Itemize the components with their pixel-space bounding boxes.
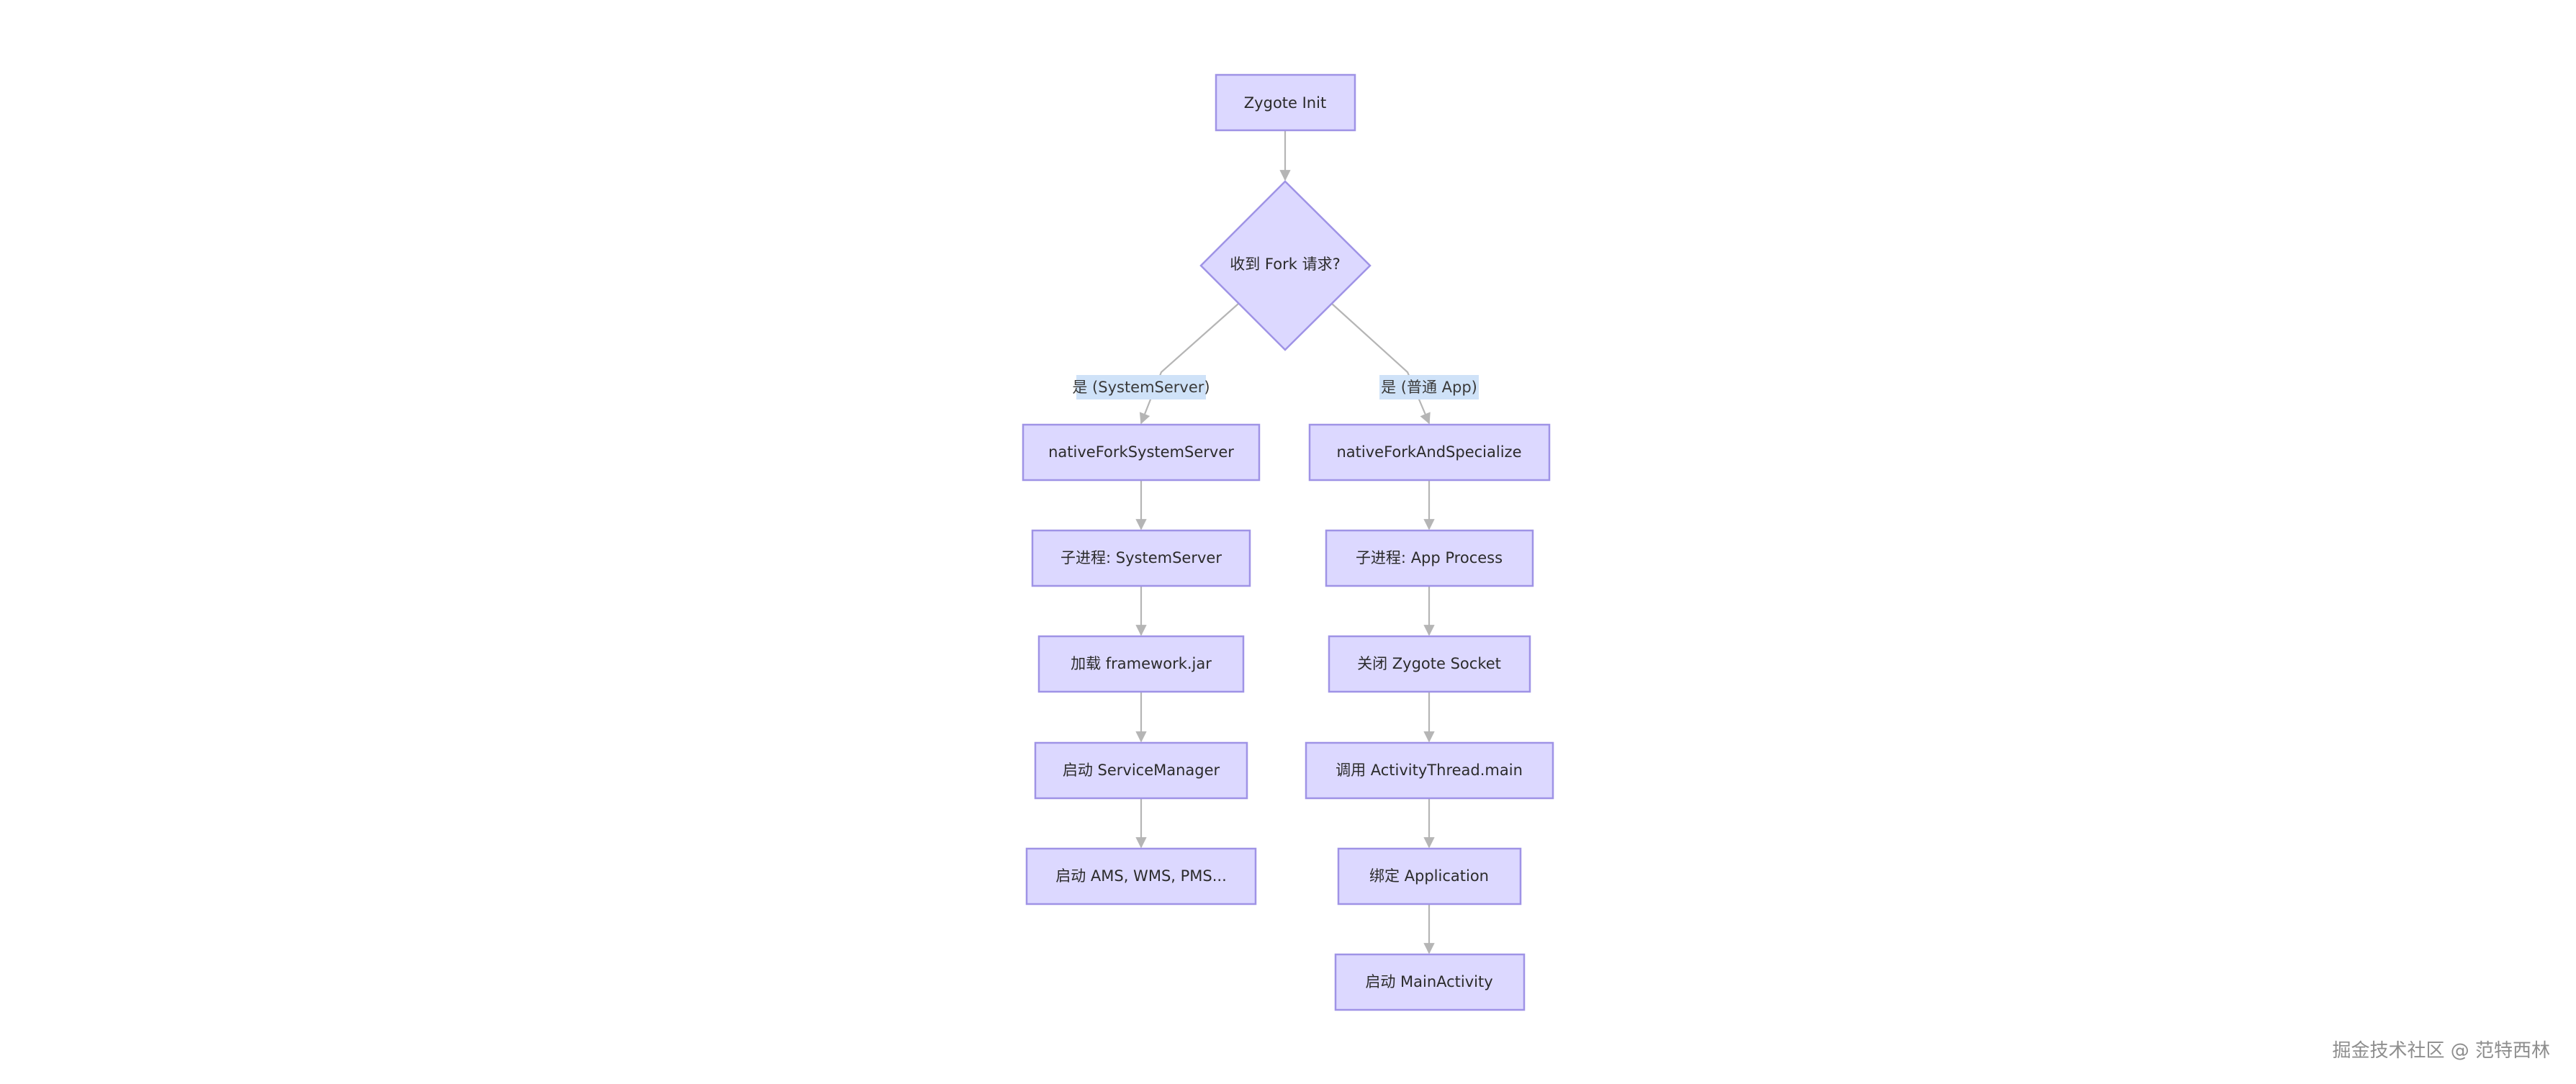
svg-text:启动 ServiceManager: 启动 ServiceManager	[1063, 762, 1220, 779]
svg-text:nativeForkSystemServer: nativeForkSystemServer	[1048, 443, 1234, 461]
svg-text:调用 ActivityThread.main: 调用 ActivityThread.main	[1336, 762, 1523, 779]
node-load-framework: 加载 framework.jar	[1037, 635, 1245, 693]
node-native-fork-and-specialize: nativeForkAndSpecialize	[1308, 423, 1551, 482]
node-child-system-server: 子进程: SystemServer	[1031, 529, 1251, 587]
svg-text:收到 Fork 请求?: 收到 Fork 请求?	[1230, 256, 1340, 273]
node-call-activity-thread-main: 调用 ActivityThread.main	[1305, 741, 1554, 800]
edge-label-system-server-text: 是 (SystemServer)	[1072, 379, 1210, 396]
node-native-fork-system-server: nativeForkSystemServer	[1022, 423, 1261, 482]
svg-text:nativeForkAndSpecialize: nativeForkAndSpecialize	[1336, 443, 1521, 461]
edge-label-app: 是 (普通 App)	[1379, 375, 1479, 399]
node-close-zygote-socket: 关闭 Zygote Socket	[1328, 635, 1531, 693]
edge-decision-to-app	[1331, 303, 1431, 425]
edge-label-system-server: 是 (SystemServer)	[1072, 375, 1210, 399]
node-zygote-init: Zygote Init	[1215, 73, 1356, 132]
edge-decision-to-system-server	[1139, 303, 1239, 425]
svg-text:Zygote Init: Zygote Init	[1244, 94, 1326, 112]
svg-text:启动 MainActivity: 启动 MainActivity	[1365, 973, 1492, 990]
svg-text:加载 framework.jar: 加载 framework.jar	[1071, 655, 1212, 672]
svg-text:启动 AMS, WMS, PMS...: 启动 AMS, WMS, PMS...	[1055, 867, 1227, 885]
watermark: 掘金技术社区 @ 范特西林	[2332, 1040, 2550, 1062]
node-bind-application: 绑定 Application	[1337, 847, 1522, 905]
svg-text:子进程: SystemServer: 子进程: SystemServer	[1060, 549, 1222, 566]
node-child-app-process: 子进程: App Process	[1325, 529, 1534, 587]
svg-text:子进程: App Process: 子进程: App Process	[1356, 549, 1503, 566]
node-start-service-manager: 启动 ServiceManager	[1034, 741, 1248, 800]
edge-label-app-text: 是 (普通 App)	[1381, 379, 1477, 396]
node-start-ams-wms-pms: 启动 AMS, WMS, PMS...	[1025, 847, 1257, 905]
svg-text:绑定 Application: 绑定 Application	[1369, 867, 1489, 885]
svg-text:关闭 Zygote Socket: 关闭 Zygote Socket	[1357, 655, 1501, 672]
node-fork-decision: 收到 Fork 请求?	[1199, 180, 1372, 351]
node-start-main-activity: 启动 MainActivity	[1334, 953, 1526, 1011]
